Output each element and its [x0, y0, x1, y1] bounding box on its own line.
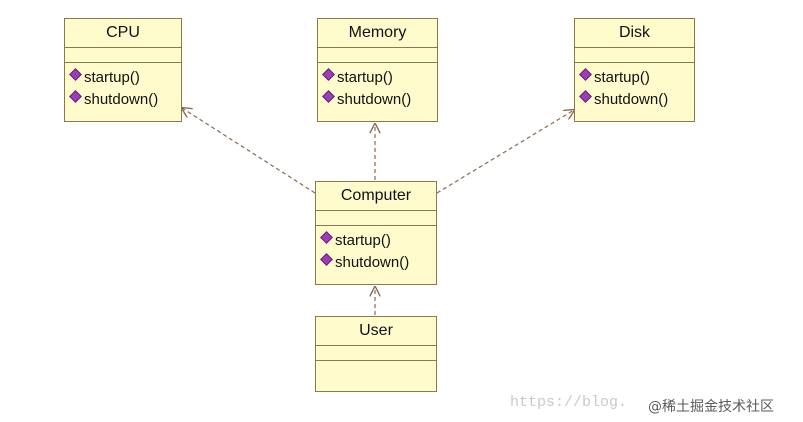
operation: startup()	[69, 67, 181, 89]
class-name: User	[316, 317, 436, 346]
operation-icon	[320, 230, 333, 244]
attributes-compartment	[318, 48, 437, 63]
operation-label: shutdown()	[84, 91, 159, 108]
operation-label: startup()	[337, 69, 393, 86]
attributes-compartment	[316, 346, 436, 361]
operation-label: shutdown()	[335, 254, 410, 271]
class-disk[interactable]: Disk startup() shutdown()	[574, 18, 695, 122]
operation-icon	[322, 89, 335, 103]
operation-label: startup()	[335, 232, 391, 249]
operations-compartment: startup() shutdown()	[316, 226, 436, 274]
operation: shutdown()	[320, 252, 436, 274]
operation: startup()	[579, 67, 694, 89]
class-user[interactable]: User	[315, 316, 437, 392]
operation: shutdown()	[579, 89, 694, 111]
operations-compartment: startup() shutdown()	[318, 63, 437, 111]
operation: startup()	[322, 67, 437, 89]
operation-icon	[579, 89, 592, 103]
class-cpu[interactable]: CPU startup() shutdown()	[64, 18, 182, 122]
watermark-url: https://blog.	[510, 394, 628, 411]
attributes-compartment	[316, 211, 436, 226]
watermark-handle: @稀土掘金技术社区	[648, 399, 774, 415]
operation-icon	[69, 67, 82, 81]
class-computer[interactable]: Computer startup() shutdown()	[315, 181, 437, 285]
operation: shutdown()	[69, 89, 181, 111]
operation: startup()	[320, 230, 436, 252]
dependency-computer-cpu	[182, 108, 316, 194]
operation-icon	[579, 67, 592, 81]
class-memory[interactable]: Memory startup() shutdown()	[317, 18, 438, 122]
operations-compartment	[316, 361, 436, 365]
class-name: Memory	[318, 19, 437, 48]
operation-icon	[69, 89, 82, 103]
operation-icon	[322, 67, 335, 81]
operations-compartment: startup() shutdown()	[65, 63, 181, 111]
operation: shutdown()	[322, 89, 437, 111]
operation-label: startup()	[84, 69, 140, 86]
operations-compartment: startup() shutdown()	[575, 63, 694, 111]
operation-icon	[320, 252, 333, 266]
attributes-compartment	[575, 48, 694, 63]
operation-label: startup()	[594, 69, 650, 86]
dependency-computer-disk	[436, 110, 574, 194]
attributes-compartment	[65, 48, 181, 63]
operation-label: shutdown()	[337, 91, 412, 108]
class-name: Computer	[316, 182, 436, 211]
operation-label: shutdown()	[594, 91, 669, 108]
class-name: Disk	[575, 19, 694, 48]
class-name: CPU	[65, 19, 181, 48]
